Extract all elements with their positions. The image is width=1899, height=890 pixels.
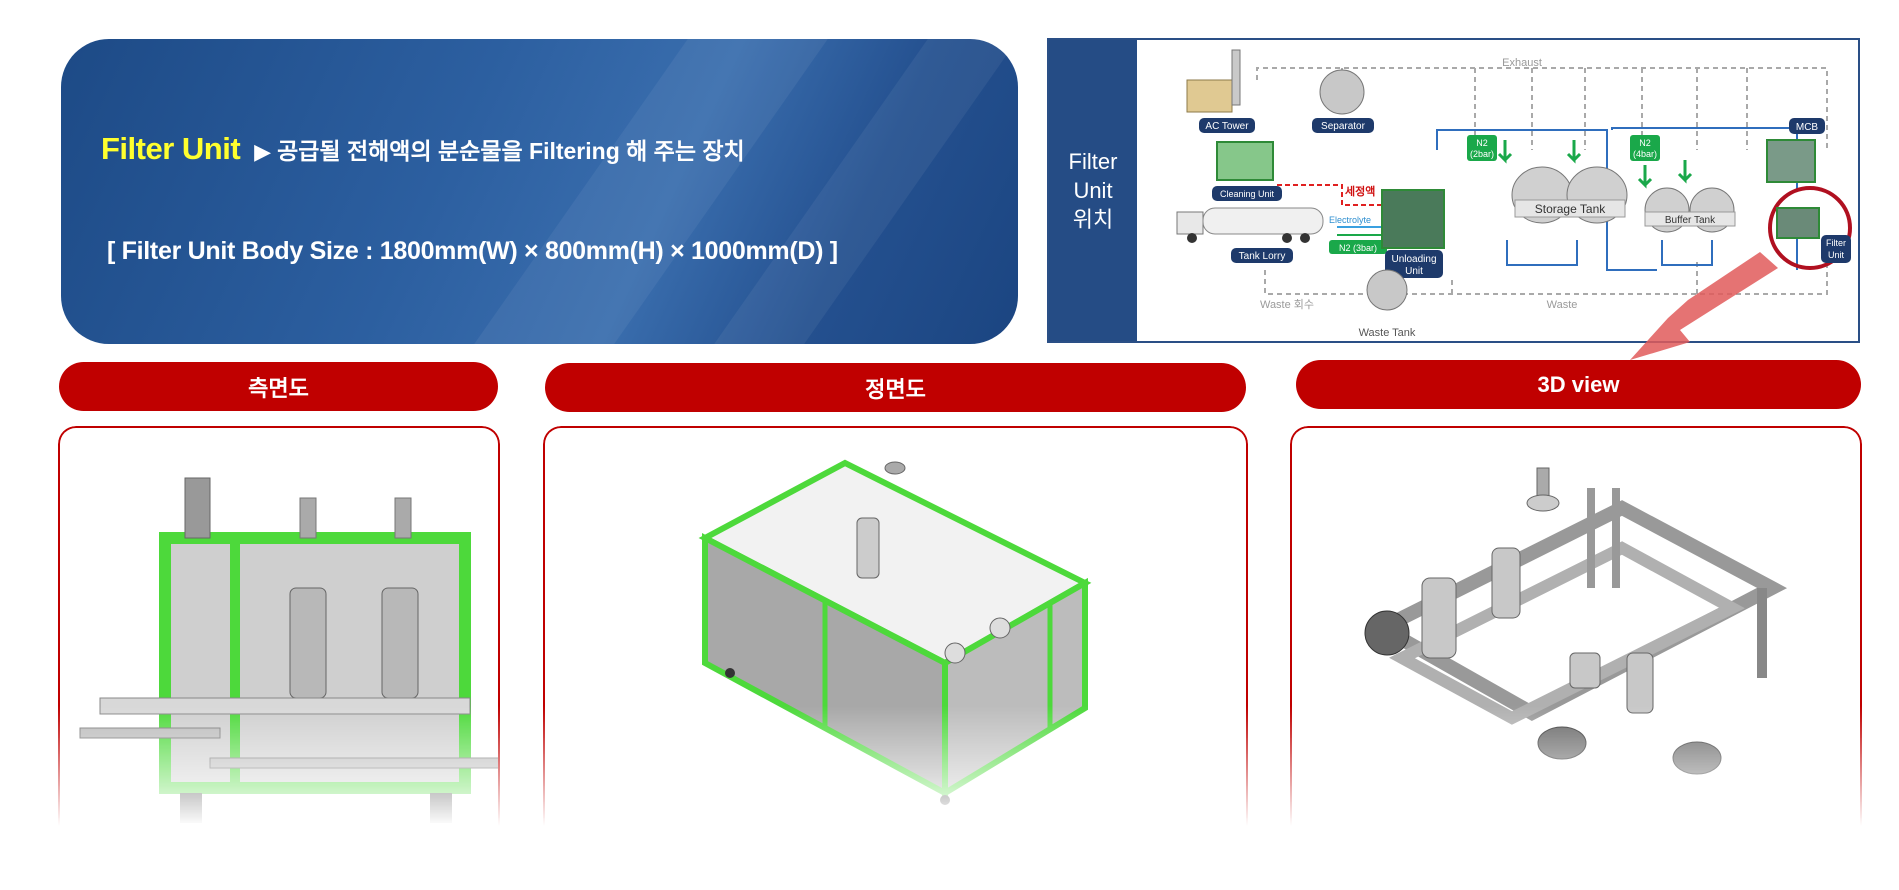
- label-n2-4bar-line2: (4bar): [1633, 149, 1657, 159]
- title-line: Filter Unit ▶ 공급될 전해액의 분순물을 Filtering 해 …: [101, 131, 745, 167]
- label-n2-2bar-line1: N2: [1476, 138, 1488, 148]
- label-waste: Waste: [1547, 299, 1578, 311]
- label-unloading-unit-line1: Unloading: [1391, 254, 1436, 265]
- label-electrolyte: Electrolyte: [1329, 215, 1371, 225]
- front-view-title: 정면도: [545, 363, 1246, 412]
- front-view-drawing: [698, 459, 1092, 805]
- label-cleaning-unit: Cleaning Unit: [1220, 189, 1275, 199]
- label-filter-unit-line1: Filter: [1826, 238, 1846, 248]
- side-view-panel: [58, 426, 500, 826]
- 3d-view-panel: [1290, 426, 1862, 826]
- side-view-drawing: [79, 477, 498, 823]
- filter-unit-description: 공급될 전해액의 분순물을 Filtering 해 주는 장치: [277, 138, 745, 164]
- location-panel: Filter Unit 위치: [1047, 38, 1860, 343]
- triangle-arrow-icon: ▶: [254, 139, 272, 164]
- label-n2-3bar: N2 (3bar): [1339, 243, 1377, 253]
- filter-unit-title: Filter Unit: [101, 131, 241, 166]
- label-tank-lorry: Tank Lorry: [1239, 251, 1286, 262]
- location-label-line: Unit: [1073, 178, 1113, 203]
- header-banner: Filter Unit ▶ 공급될 전해액의 분순물을 Filtering 해 …: [61, 39, 1018, 344]
- label-storage-tank: Storage Tank: [1535, 202, 1606, 216]
- label-unloading-unit-line2: Unit: [1405, 266, 1423, 277]
- location-label-line: 위치: [1072, 207, 1114, 232]
- side-view-title: 측면도: [59, 362, 498, 411]
- body-size-spec: [ Filter Unit Body Size : 1800mm(W) × 80…: [107, 237, 838, 265]
- label-filter-unit-line2: Unit: [1828, 250, 1845, 260]
- label-cleaning-fluid: 세정액: [1345, 184, 1375, 198]
- label-ac-tower: AC Tower: [1205, 121, 1249, 132]
- label-buffer-tank: Buffer Tank: [1665, 215, 1716, 226]
- 3d-view-title: 3D view: [1296, 360, 1861, 409]
- label-waste-tank: Waste Tank: [1359, 327, 1416, 339]
- label-n2-2bar-line2: (2bar): [1470, 149, 1494, 159]
- label-n2-4bar-line1: N2: [1639, 138, 1651, 148]
- process-flow-diagram: AC Tower Separator Exhaust Cleaning Unit…: [1176, 49, 1852, 339]
- label-exhaust: Exhaust: [1502, 57, 1542, 69]
- label-mcb: MCB: [1796, 122, 1819, 133]
- location-label: Filter Unit 위치: [1049, 40, 1137, 341]
- 3d-view-drawing: [1364, 467, 1788, 775]
- front-view-panel: [543, 426, 1248, 826]
- location-label-line: Filter: [1068, 149, 1118, 174]
- label-waste-recovery: Waste 회수: [1260, 298, 1314, 311]
- label-separator: Separator: [1321, 121, 1366, 132]
